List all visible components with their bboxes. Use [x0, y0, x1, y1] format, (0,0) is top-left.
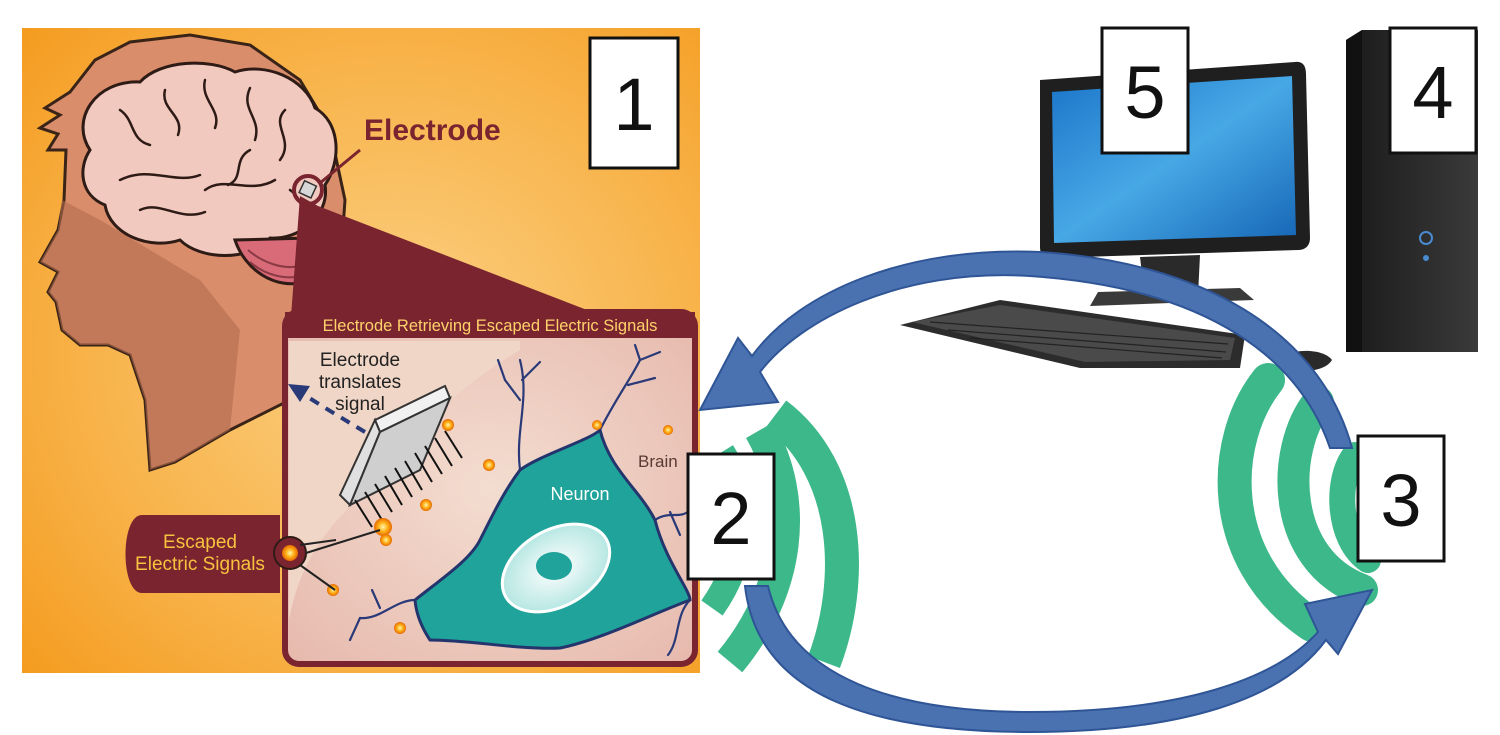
label-3: 3	[1380, 459, 1421, 542]
head-shadow	[40, 200, 240, 470]
label-5: 5	[1124, 51, 1165, 134]
inset-title: Electrode Retrieving Escaped Electric Si…	[323, 317, 658, 335]
translate-arrow	[298, 390, 367, 434]
bottom-arrow	[743, 585, 1374, 734]
electrode-label: Electrode	[364, 114, 501, 147]
label-box-5: 5	[1100, 26, 1190, 155]
signal-sparks	[327, 419, 673, 634]
neuron-label: Neuron	[550, 484, 609, 504]
brain-illustration-panel: Electrode Electrode Retrieving Escaped E…	[22, 28, 700, 673]
escaped-signals-tag: Escaped Electric Signals	[125, 515, 381, 593]
label-box-2: 2	[686, 452, 776, 581]
translate-label-line1: Electrode	[320, 350, 400, 371]
label-2: 2	[710, 477, 751, 560]
label-box-3: 3	[1356, 434, 1446, 563]
top-arrow	[698, 250, 1354, 449]
inset-frame: Electrode Retrieving Escaped Electric Si…	[282, 309, 698, 667]
label-box-1: 1	[588, 36, 680, 170]
label-4: 4	[1412, 51, 1453, 134]
electrode-icon	[338, 384, 463, 528]
translate-label-line2: translates	[319, 372, 401, 393]
label-box-4: 4	[1388, 26, 1478, 155]
cycle-arrow-icon	[698, 250, 1374, 734]
translate-label-line3: signal	[335, 394, 385, 415]
zoom-cone	[290, 196, 600, 330]
escaped-label-line2: Electric Signals	[135, 554, 265, 575]
escaped-label-line1: Escaped	[163, 532, 237, 553]
brain-label: Brain	[638, 452, 678, 471]
wireless-signal-icon-right	[1217, 363, 1381, 642]
label-1: 1	[613, 63, 654, 146]
